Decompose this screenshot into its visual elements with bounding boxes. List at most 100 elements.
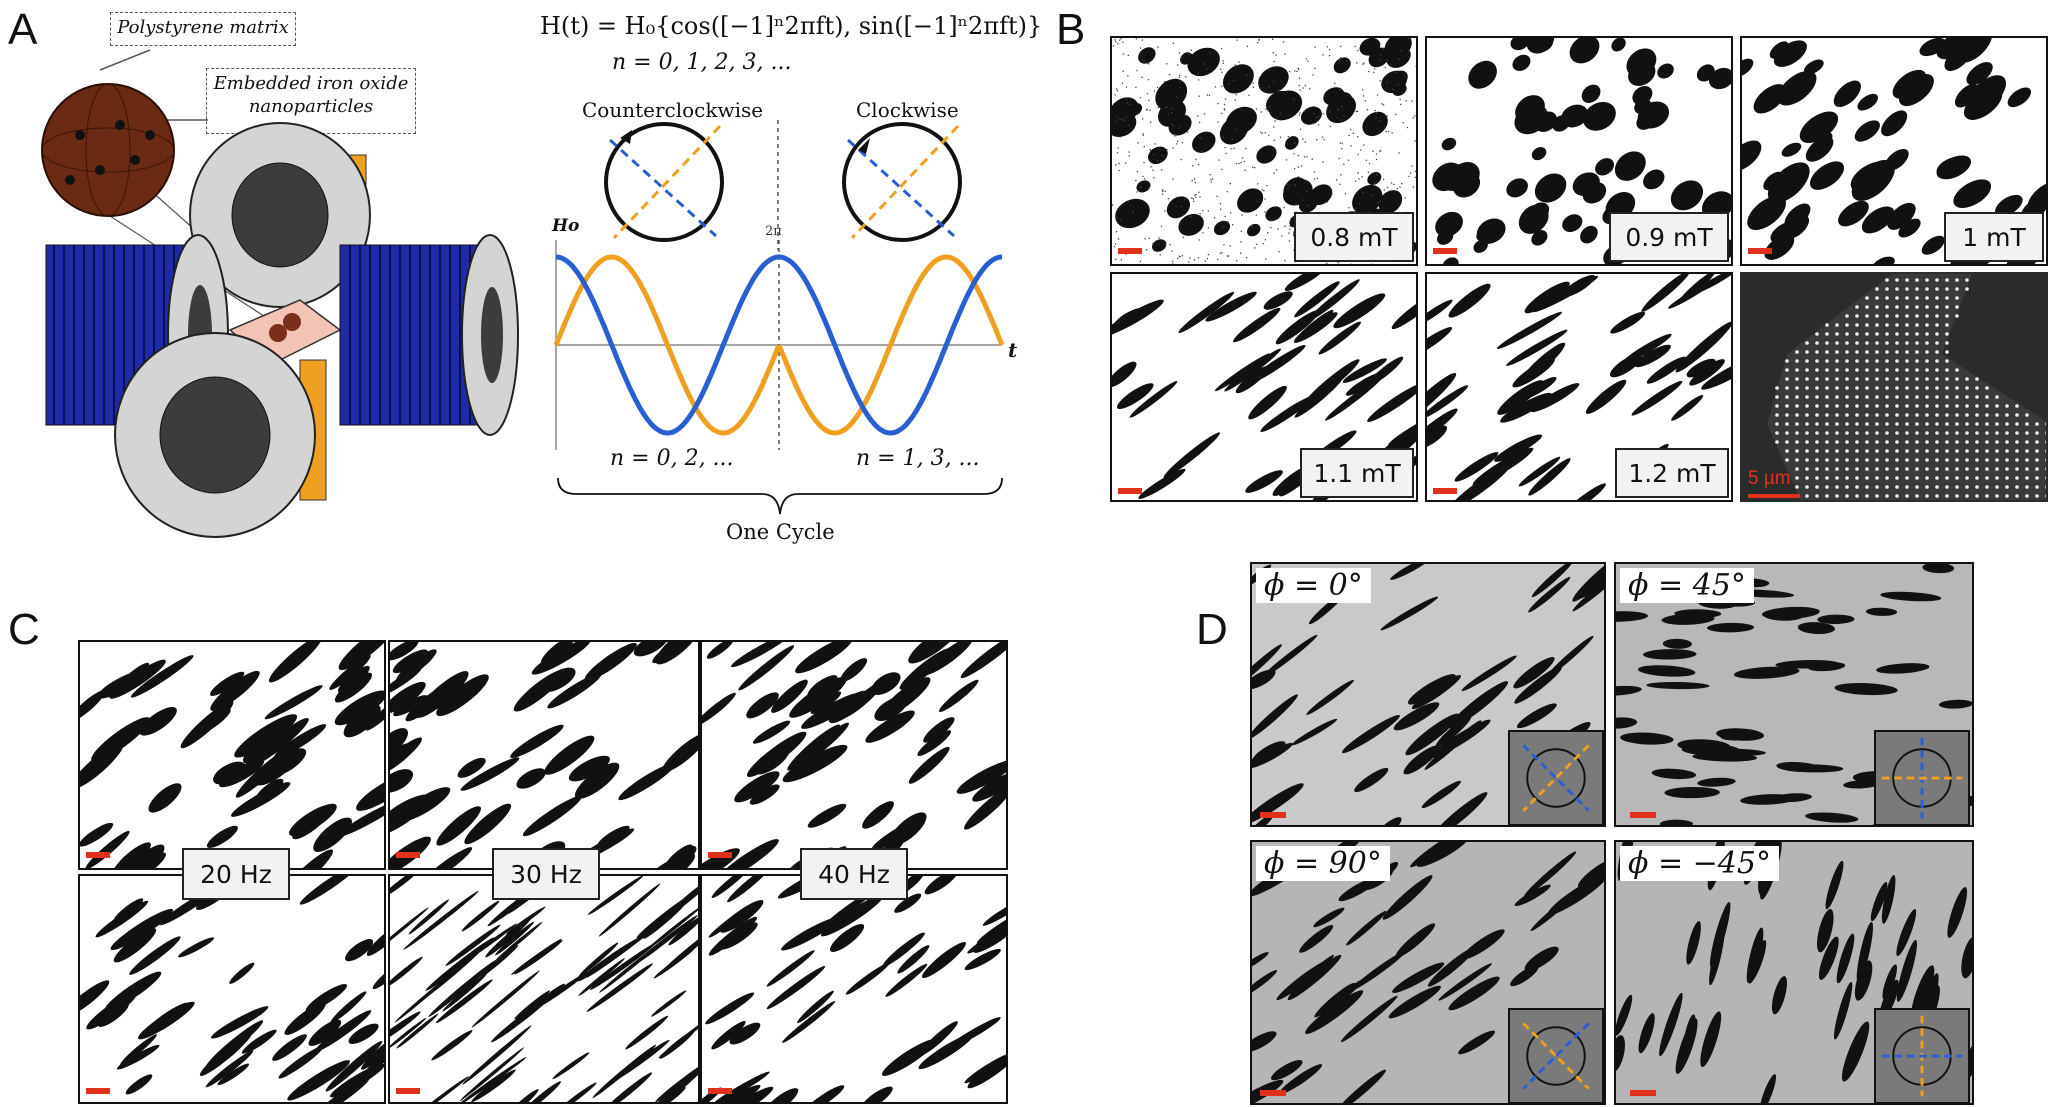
texture-blob [1643, 649, 1697, 660]
texture-blob [1298, 195, 1318, 213]
lattice-particle [1935, 413, 1939, 417]
lattice-particle [1825, 449, 1829, 453]
texture-speck [1272, 38, 1274, 40]
texture-blob [1252, 783, 1304, 824]
lattice-particle [1895, 440, 1899, 444]
lattice-particle [1895, 458, 1899, 462]
lattice-particle [1815, 404, 1819, 408]
lattice-particle [1905, 395, 1909, 399]
texture-blob [522, 795, 582, 837]
scalebar-d-1 [1260, 812, 1286, 818]
lattice-particle [1885, 341, 1889, 345]
micrograph-c-bot-1 [78, 874, 386, 1104]
texture-blob [1163, 432, 1220, 478]
lattice-particle [1995, 485, 1999, 489]
texture-blob [574, 762, 620, 799]
texture-speck [1145, 249, 1148, 251]
texture-speck [1156, 160, 1159, 162]
lattice-particle [1985, 386, 1989, 390]
texture-speck [1114, 243, 1117, 245]
texture-speck [1143, 178, 1146, 180]
texture-blob [874, 696, 908, 722]
texture-speck [1293, 98, 1295, 100]
texture-speck [1411, 100, 1413, 102]
texture-blob [1513, 657, 1555, 689]
texture-blob [862, 801, 894, 829]
texture-speck [1222, 136, 1224, 138]
texture-blob [766, 966, 826, 1010]
texture-speck [1254, 166, 1256, 169]
texture-blob [1616, 717, 1638, 729]
texture-speck [1226, 190, 1228, 193]
texture-speck [1167, 113, 1169, 115]
lattice-particle [1915, 332, 1919, 336]
texture-blob [1689, 359, 1725, 386]
lattice-particle [1885, 494, 1889, 498]
lattice-particle [2025, 485, 2029, 489]
lattice-particle [1795, 458, 1799, 462]
lattice-particle [1885, 431, 1889, 435]
texture-blob [1386, 45, 1411, 68]
texture-speck [1198, 191, 1200, 193]
lattice-particle [1895, 359, 1899, 363]
texture-speck [1411, 165, 1413, 167]
texture-speck [1284, 53, 1286, 55]
texture-speck [1235, 162, 1238, 165]
lattice-particle [1815, 395, 1819, 399]
texture-speck [1179, 81, 1181, 83]
texture-blob [1742, 58, 1754, 77]
texture-speck [1297, 166, 1300, 168]
texture-blob [1708, 67, 1731, 90]
texture-speck [1376, 174, 1378, 176]
texture-speck [1303, 156, 1306, 158]
texture-speck [1299, 128, 1302, 130]
lattice-particle [1945, 485, 1949, 489]
lattice-particle [1955, 296, 1959, 300]
texture-blob [1531, 564, 1573, 598]
texture-blob [229, 962, 255, 984]
lattice-particle [1935, 314, 1939, 318]
texture-speck [1175, 205, 1177, 207]
lattice-particle [2045, 449, 2046, 453]
lattice-particle [1985, 404, 1989, 408]
lattice-particle [1905, 485, 1909, 489]
lattice-particle [1835, 476, 1839, 480]
lattice-particle [1825, 323, 1829, 327]
texture-speck [1313, 105, 1315, 108]
lattice-particle [1995, 413, 1999, 417]
lattice-particle [1965, 485, 1969, 489]
texture-speck [1285, 159, 1288, 161]
texture-blob [1572, 172, 1600, 196]
texture-speck [1337, 117, 1339, 119]
texture-speck [1240, 161, 1242, 164]
texture-blob [885, 963, 928, 997]
waveform-plot [554, 240, 1004, 450]
texture-blob [461, 900, 500, 932]
lattice-particle [1885, 404, 1889, 408]
lattice-particle [1805, 404, 1809, 408]
micrograph-b-lattice [1740, 272, 2048, 502]
texture-speck [1238, 162, 1240, 165]
lattice-particle [1855, 431, 1859, 435]
lattice-particle [1835, 449, 1839, 453]
texture-speck [1304, 141, 1306, 143]
lattice-particle [1925, 476, 1929, 480]
texture-blob [1675, 1018, 1698, 1074]
texture-blob [1205, 291, 1257, 322]
lattice-particle [1935, 431, 1939, 435]
texture-speck [1214, 86, 1217, 88]
texture-blob [1836, 933, 1855, 984]
texture-speck [1195, 158, 1197, 160]
texture-blob [1664, 786, 1720, 799]
lattice-particle [1935, 404, 1939, 408]
lattice-particle [1885, 359, 1889, 363]
texture-speck [1122, 41, 1124, 43]
texture-blob [1747, 195, 1786, 230]
lattice-particle [1835, 368, 1839, 372]
lattice-particle [1875, 359, 1879, 363]
texture-speck [1272, 51, 1274, 54]
lattice-particle [1935, 305, 1939, 309]
texture-blob [1500, 392, 1552, 423]
texture-speck [1373, 68, 1376, 70]
texture-speck [1203, 113, 1206, 115]
